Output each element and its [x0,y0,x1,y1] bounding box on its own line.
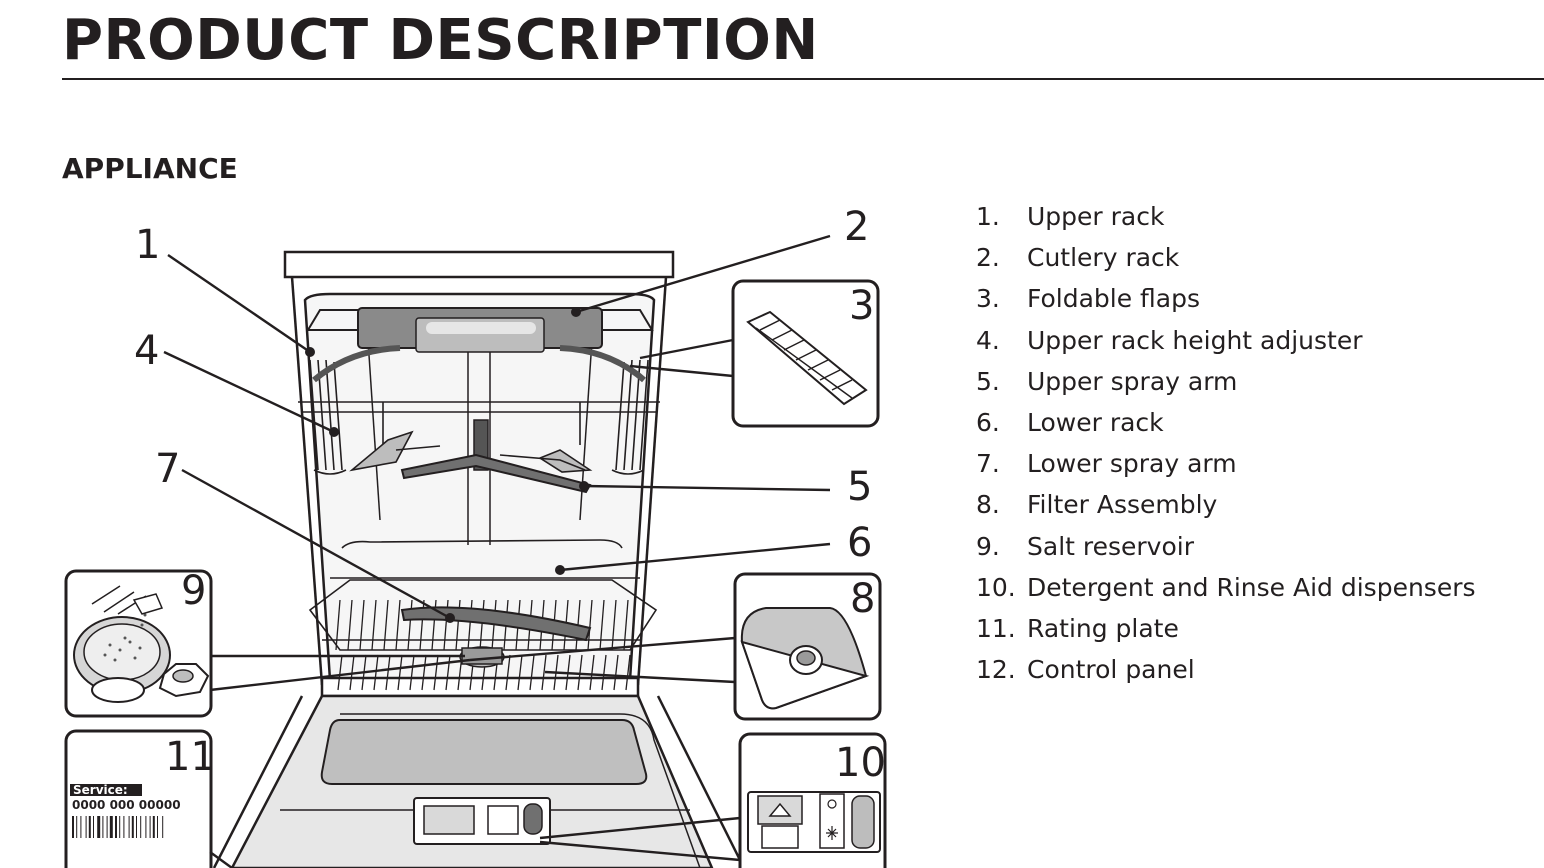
list-item-label: Foldable flaps [1027,284,1201,314]
list-item-label: Upper spray arm [1027,366,1238,396]
list-item-label: Cutlery rack [1027,243,1180,273]
upper-spray-arm [400,419,592,494]
list-item-label: Upper rack [1027,202,1165,231]
dishwasher-body [283,250,675,698]
callout-6: 6 [847,520,872,566]
dishwasher-diagram: Service: 0000 000 00000 1 2 3 4 5 6 7 8 … [64,204,887,868]
rating-plate-service-number: 0000 000 00000 [72,798,181,812]
list-item-label: Rating plate [1027,613,1179,643]
list-item-label: Lower spray arm [1027,449,1237,479]
inset-foldable-flaps [731,279,880,428]
callout-4: 4 [134,328,159,374]
inset-salt-reservoir [64,569,213,718]
leader-dots [305,307,589,623]
list-item: 1. Upper rack [976,196,1476,237]
callout-11: 11 [165,734,216,780]
list-item: 3. Foldable flaps [976,278,1476,319]
list-item: 7. Lower spray arm [976,443,1476,484]
list-item-number: 3. [976,284,1000,314]
list-item-number: 9. [976,531,1000,561]
list-item: 10. Detergent and Rinse Aid dispensers [976,567,1476,608]
list-item-number: 6. [976,407,1000,437]
list-item-number: 4. [976,325,1000,355]
callout-8: 8 [850,576,875,622]
list-item-label: Control panel [1027,655,1195,685]
cutlery-rack [306,307,654,353]
rating-plate-service-label: Service: [73,783,128,797]
list-item-label: Upper rack height adjuster [1027,325,1363,355]
callout-7: 7 [155,446,180,492]
list-item-number: 8. [976,490,1000,520]
list-item-number: 2. [976,243,1000,273]
callout-1: 1 [135,222,160,268]
list-item: 9. Salt reservoir [976,526,1476,567]
parts-list: 1. Upper rack 2. Cutlery rack 3. Foldable f… [976,196,1476,690]
inset-detergent-dispenser [738,732,887,868]
list-item-label: Filter Assembly [1027,490,1218,520]
list-item: 2. Cutlery rack [976,237,1476,278]
list-item: 6. Lower rack [976,402,1476,443]
callout-9: 9 [181,568,206,614]
page-title: PRODUCT DESCRIPTION [62,8,819,73]
list-item-label: Salt reservoir [1027,531,1194,561]
title-divider [62,78,1544,80]
inset-rating-plate: Service: 0000 000 00000 [64,729,213,868]
list-item: 11. Rating plate [976,608,1476,649]
leader-lines [163,234,831,868]
list-item-label: Lower rack [1027,407,1164,437]
list-item-number: 1. [976,202,1000,231]
list-item-number: 11. [976,613,1016,643]
callout-10: 10 [835,740,886,786]
list-item-number: 5. [976,366,1000,396]
list-item: 12. Control panel [976,649,1476,690]
section-heading: APPLIANCE [62,152,238,185]
inset-filter-assembly [733,572,882,721]
list-item: 5. Upper spray arm [976,361,1476,402]
barcode-icon [72,816,164,838]
list-item-number: 10. [976,572,1016,602]
list-item-number: 7. [976,449,1000,479]
list-item: 8. Filter Assembly [976,484,1476,525]
upper-rack [298,345,660,475]
list-item: 4. Upper rack height adjuster [976,320,1476,361]
dishwasher-door [212,694,746,868]
callout-3: 3 [849,283,874,329]
callout-5: 5 [847,464,872,510]
list-item-number: 12. [976,655,1016,685]
list-item-label: Detergent and Rinse Aid dispensers [1027,572,1476,602]
callout-2: 2 [844,204,869,250]
